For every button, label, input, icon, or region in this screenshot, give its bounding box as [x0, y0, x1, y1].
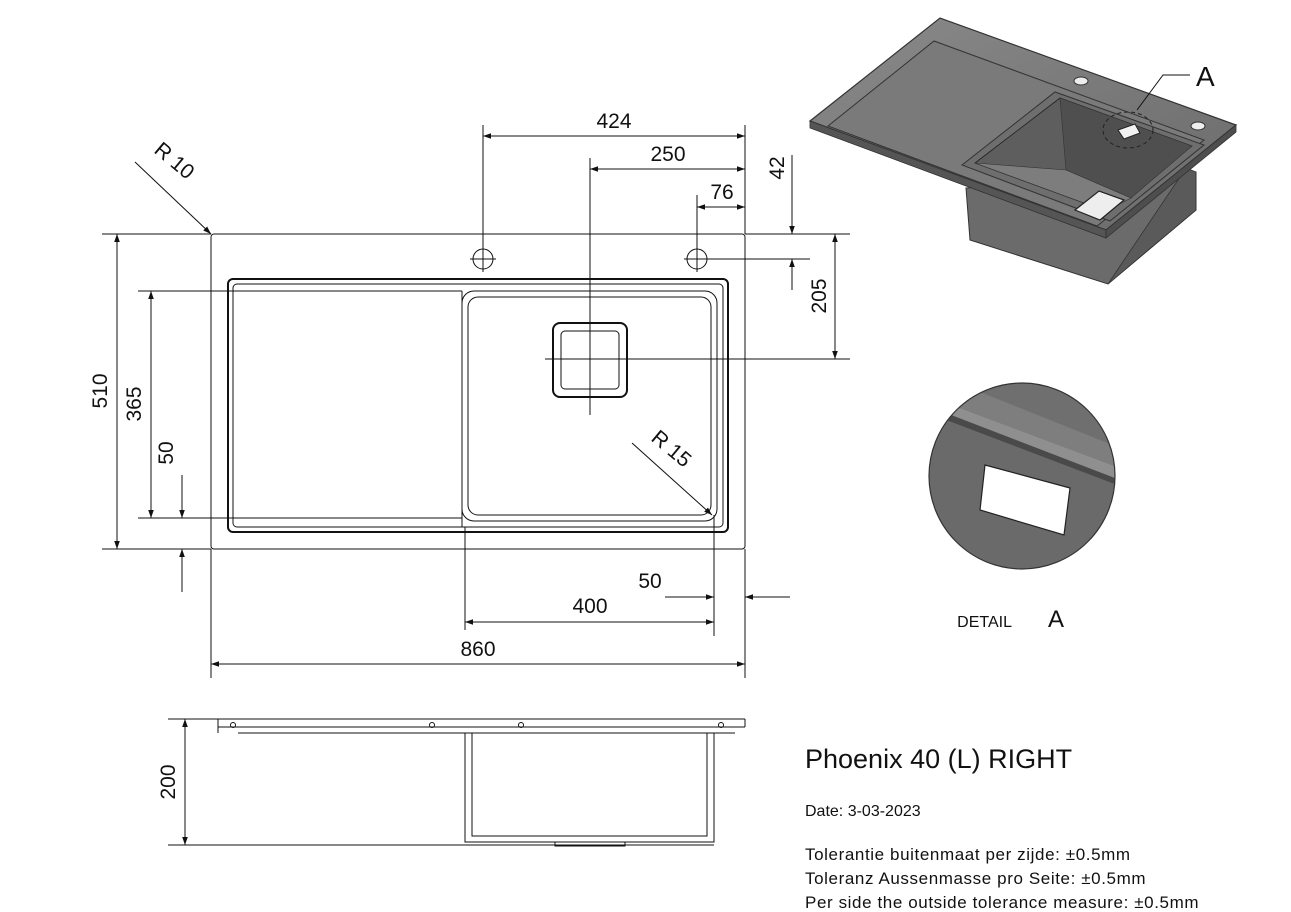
radius-r10: R 10	[150, 138, 199, 184]
dim-205: 205	[808, 278, 831, 313]
detail-caption-letter: A	[1048, 606, 1064, 633]
radius-r15: R 15	[647, 426, 696, 472]
tolerance-line-en: Per side the outside tolerance measure: …	[805, 893, 1199, 912]
dim-250: 250	[650, 143, 685, 166]
dim-50-bottom: 50	[638, 570, 661, 593]
sink-inner-outline	[227, 278, 729, 533]
drawing-title: Phoenix 40 (L) RIGHT	[805, 744, 1072, 774]
isometric-view: A	[808, 17, 1238, 285]
drawing-date: Date: 3-03-2023	[805, 803, 921, 820]
dim-200: 200	[157, 764, 180, 799]
dim-365: 365	[123, 386, 146, 421]
overflow-slot-detail	[979, 464, 1071, 536]
dim-76: 76	[710, 181, 733, 204]
detail-a-view: DETAIL A	[928, 382, 1116, 633]
side-view: 200	[157, 718, 746, 847]
dim-424: 424	[596, 110, 631, 133]
tolerance-line-nl: Tolerantie buitenmaat per zijde: ±0.5mm	[805, 845, 1131, 864]
title-block: Phoenix 40 (L) RIGHT Date: 3-03-2023 Tol…	[805, 744, 1199, 912]
dim-510: 510	[89, 373, 112, 408]
detail-marker: A	[1196, 61, 1215, 92]
tolerance-line-de: Toleranz Aussenmasse pro Seite: ±0.5mm	[805, 869, 1146, 888]
dim-50-left: 50	[155, 441, 178, 464]
dim-400: 400	[572, 595, 607, 618]
dim-42: 42	[766, 156, 789, 179]
sink-outer-outline	[210, 233, 746, 550]
detail-caption-word: DETAIL	[957, 614, 1012, 631]
top-view: 424 250 76 42 205 510 365 50 50 400 860 …	[89, 110, 850, 678]
dim-860: 860	[460, 638, 495, 661]
bowl-side-profile	[464, 733, 715, 843]
